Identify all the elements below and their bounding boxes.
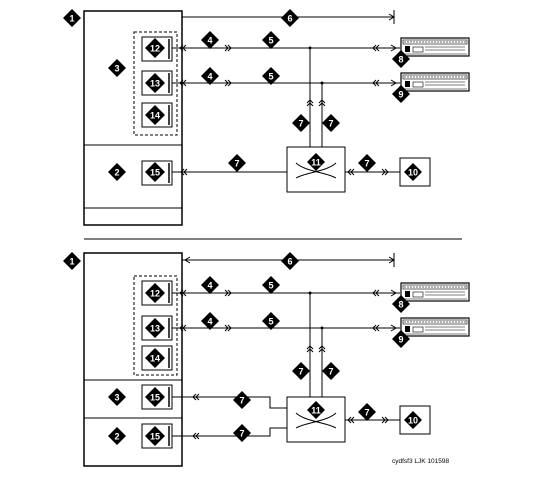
callout-label: 13	[150, 324, 160, 334]
callout-5: 5	[262, 312, 280, 330]
callout-label: 4	[207, 281, 212, 291]
callout-label: 9	[398, 335, 403, 345]
top-dashed-group	[133, 31, 178, 136]
top-board-14	[141, 102, 173, 128]
callout-7: 7	[228, 154, 246, 172]
callout-13: 13	[145, 318, 165, 338]
callout-label: 2	[114, 168, 119, 178]
callout-label: 7	[364, 159, 369, 169]
callout-label: 7	[298, 367, 303, 377]
callout-15: 15	[145, 162, 165, 182]
figure-caption: cydfsf3 LJK 101598	[392, 458, 449, 465]
callout-label: 1	[69, 257, 74, 267]
callout-label: 6	[287, 257, 292, 267]
callout-label: 15	[150, 432, 160, 442]
callout-4: 4	[201, 31, 219, 49]
callout-8: 8	[392, 50, 410, 68]
callout-7: 7	[292, 114, 310, 132]
callout-15: 15	[145, 387, 165, 407]
callout-10: 10	[404, 411, 422, 429]
callout-5: 5	[262, 67, 280, 85]
bottom-diagram	[83, 252, 470, 467]
callout-14: 14	[145, 105, 165, 125]
callout-label: 5	[268, 317, 273, 327]
callout-label: 7	[239, 429, 244, 439]
callout-3: 3	[108, 388, 126, 406]
callout-label: 14	[150, 111, 160, 121]
bottom-cabinet	[83, 252, 183, 467]
callout-label: 7	[328, 119, 333, 129]
callout-9: 9	[392, 85, 410, 103]
callout-5: 5	[262, 31, 280, 49]
callout-7: 7	[233, 391, 251, 409]
callout-label: 8	[398, 55, 403, 65]
callout-label: 1	[69, 14, 74, 24]
callout-12: 12	[145, 283, 165, 303]
callout-4: 4	[201, 276, 219, 294]
callout-7: 7	[292, 362, 310, 380]
callout-label: 11	[311, 406, 321, 416]
callout-4: 4	[201, 312, 219, 330]
callout-label: 10	[408, 168, 418, 178]
callout-7: 7	[322, 114, 340, 132]
top-diagram	[83, 10, 470, 226]
callout-9: 9	[392, 330, 410, 348]
callout-5: 5	[262, 276, 280, 294]
callout-8: 8	[392, 295, 410, 313]
callout-label: 3	[114, 64, 119, 74]
callout-7: 7	[358, 403, 376, 421]
callout-3: 3	[108, 59, 126, 77]
callout-10: 10	[404, 163, 422, 181]
callout-label: 7	[234, 159, 239, 169]
callout-label: 13	[150, 79, 160, 89]
callout-label: 4	[207, 317, 212, 327]
callout-label: 7	[239, 396, 244, 406]
callout-label: 12	[150, 289, 160, 299]
callout-label: 5	[268, 36, 273, 46]
top-device-10	[399, 157, 431, 187]
callout-label: 7	[298, 119, 303, 129]
callout-1: 1	[63, 252, 81, 270]
callout-label: 4	[207, 36, 212, 46]
top-board-15	[141, 160, 173, 186]
callout-layer: 1 6 3 12 13 14 4 5 4 5 8 9 7 7 11 2 15 7 7 10 1 6 12 13 14 4 5 4 5 8 9…	[63, 9, 422, 446]
callout-label: 15	[150, 168, 160, 178]
top-switch-11	[286, 146, 346, 193]
callout-2: 2	[108, 163, 126, 181]
callout-7: 7	[233, 424, 251, 442]
callout-14: 14	[145, 348, 165, 368]
callout-label: 3	[114, 393, 119, 403]
callout-label: 9	[398, 90, 403, 100]
callout-6: 6	[281, 9, 299, 27]
callout-7: 7	[358, 154, 376, 172]
callout-11: 11	[307, 401, 325, 419]
top-board-12	[141, 36, 173, 62]
callout-7: 7	[322, 362, 340, 380]
callout-label: 7	[364, 408, 369, 418]
callout-6: 6	[281, 252, 299, 270]
callout-2: 2	[108, 427, 126, 445]
bottom-dashed-group	[133, 275, 178, 376]
callout-13: 13	[145, 73, 165, 93]
callout-label: 10	[408, 416, 418, 426]
callout-4: 4	[201, 67, 219, 85]
callout-label: 12	[150, 44, 160, 54]
callout-label: 5	[268, 72, 273, 82]
top-cabinet	[83, 10, 183, 226]
callout-label: 2	[114, 432, 119, 442]
callout-label: 14	[150, 354, 160, 364]
callout-label: 5	[268, 281, 273, 291]
callout-label: 11	[311, 158, 321, 168]
callout-15: 15	[145, 426, 165, 446]
callout-label: 4	[207, 72, 212, 82]
callout-12: 12	[145, 38, 165, 58]
callout-label: 15	[150, 393, 160, 403]
callout-label: 6	[287, 14, 292, 24]
callout-label: 8	[398, 300, 403, 310]
callout-label: 7	[328, 367, 333, 377]
callout-1: 1	[63, 9, 81, 27]
callout-11: 11	[307, 153, 325, 171]
